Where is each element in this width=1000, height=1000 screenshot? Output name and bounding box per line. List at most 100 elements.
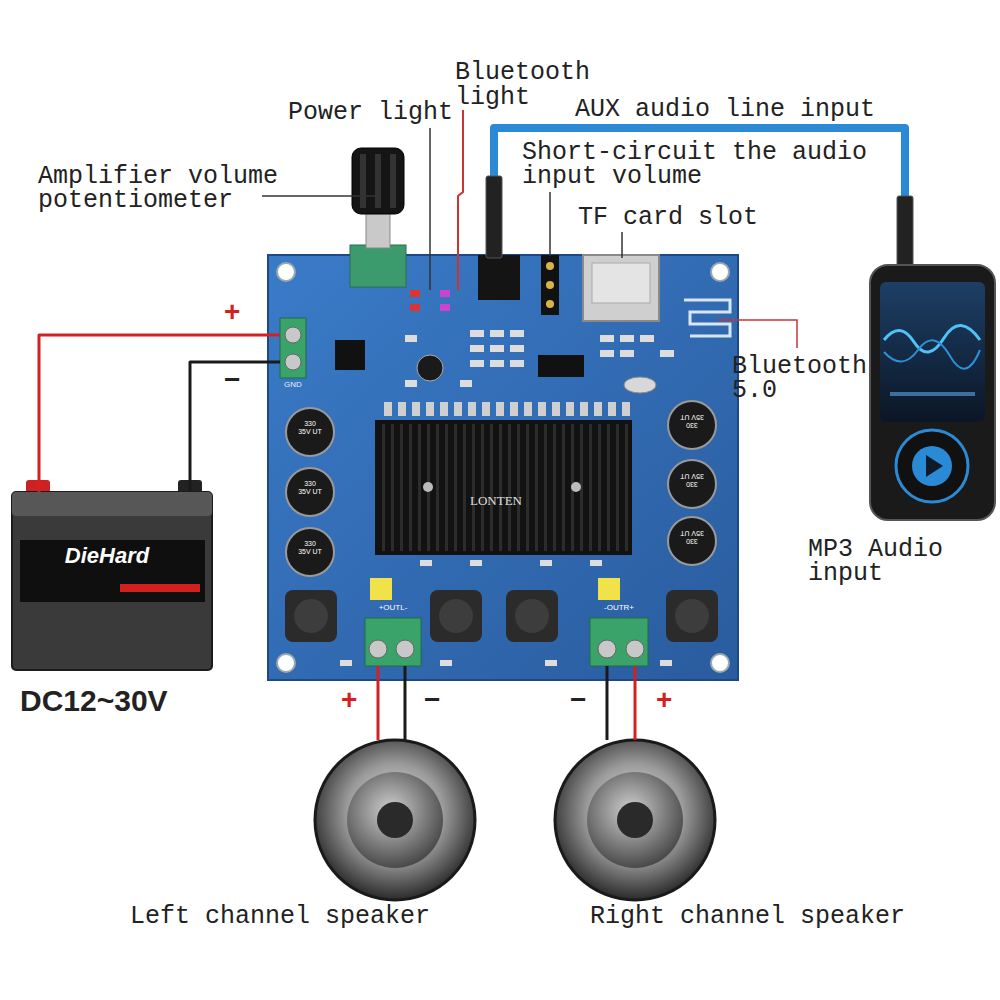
ic-pin [594, 402, 602, 416]
ic-pin [482, 402, 490, 416]
heatsink-fin [481, 424, 484, 551]
smd-component [460, 380, 472, 387]
electrolytic-capacitor [286, 528, 334, 576]
heatsink-fin [490, 424, 493, 551]
smd-component [470, 345, 484, 352]
capacitor-marking: 330 35V UT [680, 413, 704, 429]
polarity-sign: + [341, 686, 357, 714]
battery-stripe [120, 584, 200, 592]
component-node: DieHardDC12~30V [12, 492, 212, 670]
leader-line [262, 195, 378, 197]
header-pin [546, 300, 554, 308]
aux-plug [897, 196, 913, 268]
ic-pin [552, 402, 560, 416]
terminal-screw [396, 640, 414, 658]
tf-card-slot [583, 255, 659, 321]
battery-label [20, 540, 205, 602]
sound-wave [884, 325, 980, 352]
tf-slot-cover [592, 263, 650, 303]
volume-knob [352, 148, 404, 214]
capacitor-marking: 330 35V UT [298, 480, 322, 496]
ic-pin [468, 402, 476, 416]
ic-pin [510, 402, 518, 416]
inductor-core [439, 599, 473, 633]
smd-component [410, 290, 420, 297]
leader-line [458, 110, 463, 290]
callout-label: Bluetooth 5.0 [732, 355, 882, 403]
mounting-hole [711, 654, 729, 672]
smd-component [600, 350, 614, 357]
ic-pin [412, 402, 420, 416]
ic-pin [566, 402, 574, 416]
smd-component [410, 304, 420, 311]
header-pin [546, 262, 554, 270]
component-node: GND [280, 318, 306, 378]
ic-pin [398, 402, 406, 416]
heatsink-fin [418, 424, 421, 551]
amplifier-board [268, 255, 738, 680]
heatsink-fin [553, 424, 556, 551]
leader-line [549, 192, 551, 256]
speaker [555, 740, 715, 900]
component-node: Left channel speaker [315, 740, 475, 900]
sound-wave [884, 340, 980, 368]
aux-plug [486, 176, 502, 258]
heatsink-fin [517, 424, 520, 551]
electrolytic-capacitor [668, 517, 716, 565]
smd-component [620, 350, 634, 357]
mounting-hole [277, 263, 295, 281]
output-terminal [365, 618, 421, 666]
smd-component [545, 660, 557, 666]
smd-component [440, 290, 450, 297]
speaker-cone [587, 772, 683, 868]
ic-pin [426, 402, 434, 416]
heatsink-fin [625, 424, 628, 551]
heatsink-fin [382, 424, 385, 551]
smd-component [620, 335, 634, 342]
small-capacitor [417, 355, 443, 381]
smd-component [490, 360, 504, 367]
heatsink-fin [445, 424, 448, 551]
heatsink-screw [423, 482, 433, 492]
terminal-screw [285, 354, 301, 370]
capacitor-marking: 330 35V UT [680, 472, 704, 488]
ic-chip [538, 355, 584, 377]
smd-component [660, 350, 674, 357]
potentiometer-base [350, 245, 406, 287]
smd-component [440, 660, 452, 666]
smd-component [420, 560, 432, 566]
node-text: Left channel speaker [130, 904, 470, 930]
node-text: DieHard [32, 544, 182, 568]
callout-label: Amplifier volume potentiometer [38, 165, 298, 213]
smd-component [470, 360, 484, 367]
heatsink-fin [436, 424, 439, 551]
aux-cable [494, 128, 905, 200]
component-node: MP3 Audio input [870, 265, 995, 520]
speaker-wire [605, 666, 608, 740]
speaker-wire [190, 362, 280, 492]
mounting-hole [277, 654, 295, 672]
play-button [912, 446, 952, 486]
heatsink-fin [589, 424, 592, 551]
heatsink-fin [607, 424, 610, 551]
bluetooth-antenna [684, 300, 730, 336]
polarity-sign: − [224, 366, 240, 394]
smd-component [510, 330, 524, 337]
smd-component [600, 335, 614, 342]
heatsink-screw [571, 482, 581, 492]
heatsink-fins [382, 424, 628, 551]
crystal [624, 377, 656, 393]
heatsink-fin [454, 424, 457, 551]
callout-label: AUX audio line input [575, 97, 905, 122]
ic-pin [454, 402, 462, 416]
battery-lid [12, 492, 212, 516]
heatsink-fin [598, 424, 601, 551]
callout-label: Short-circuit the audio input volume [522, 141, 892, 189]
polarity-sign: − [424, 686, 440, 714]
speaker [315, 740, 475, 900]
ic-pin [496, 402, 504, 416]
smd-component [470, 330, 484, 337]
ic-pin [524, 402, 532, 416]
leader-line [621, 232, 623, 258]
